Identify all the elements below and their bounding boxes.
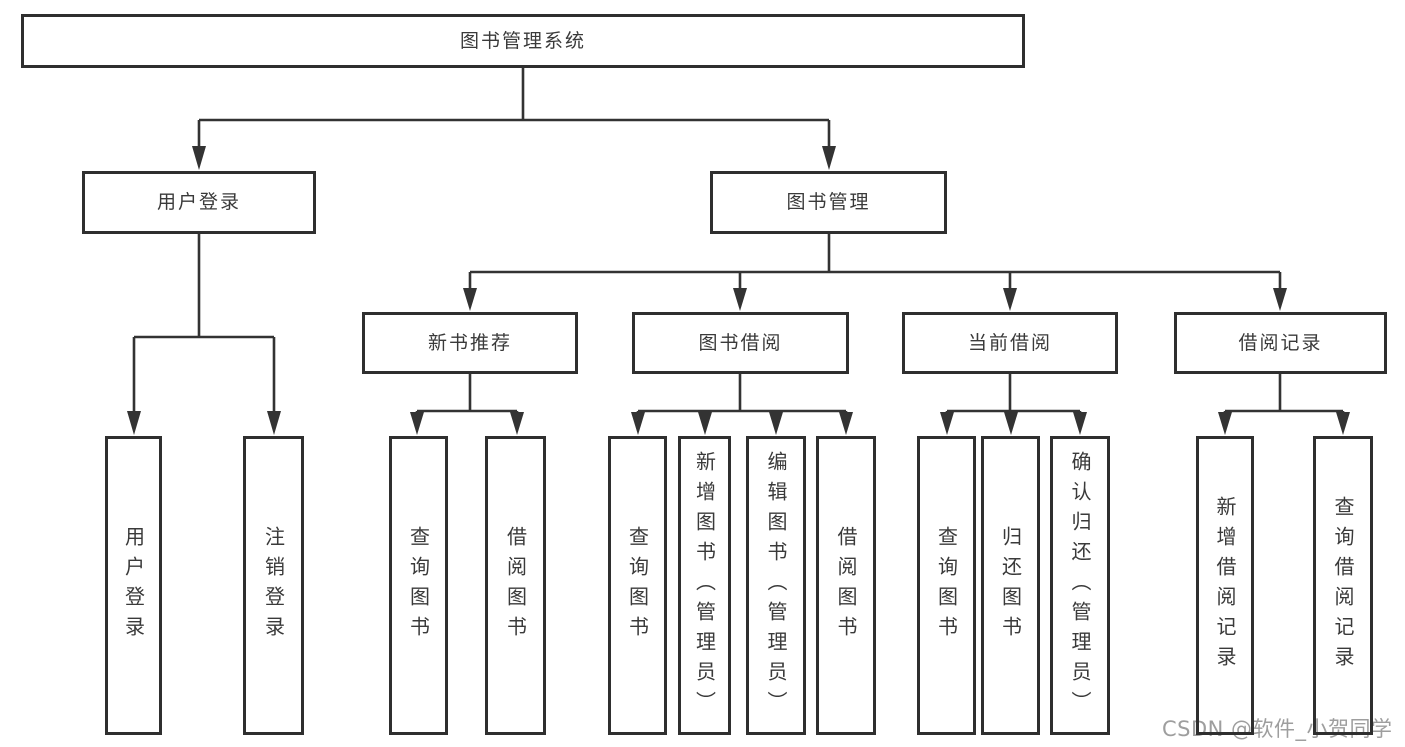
node-user-login-label: 用户登录 — [156, 191, 241, 213]
leaf-borrowing-edit-label: 编辑图书（管理员） — [764, 450, 788, 721]
connector-book-mgmt — [468, 234, 1282, 290]
connector-borrowing-records — [1223, 374, 1345, 416]
leaf-logout: 注销登录 — [243, 436, 304, 735]
connector-current-borrowing — [945, 374, 1082, 416]
leaf-records-add-label: 新增借阅记录 — [1213, 495, 1237, 676]
leaf-borrowing-query-label: 查询图书 — [625, 525, 650, 646]
node-new-books-label: 新书推荐 — [427, 331, 512, 354]
leaf-borrowing-add: 新增图书（管理员） — [678, 436, 731, 735]
node-current-borrowing-label: 当前借阅 — [967, 331, 1052, 354]
node-book-borrowing-label: 图书借阅 — [698, 331, 783, 354]
leaf-borrowing-query: 查询图书 — [608, 436, 667, 735]
leaf-newbooks-query-label: 查询图书 — [406, 525, 431, 646]
node-borrowing-records: 借阅记录 — [1174, 312, 1387, 374]
leaf-newbooks-borrow-label: 借阅图书 — [503, 525, 528, 646]
connector-new-books — [415, 374, 519, 416]
leaf-current-confirm: 确认归还（管理员） — [1050, 436, 1110, 735]
node-book-borrowing: 图书借阅 — [632, 312, 849, 374]
leaf-borrowing-edit: 编辑图书（管理员） — [746, 436, 806, 735]
watermark-text: CSDN @软件_小贺同学 — [1162, 717, 1393, 741]
leaf-newbooks-borrow: 借阅图书 — [485, 436, 546, 735]
node-root: 图书管理系统 — [21, 14, 1025, 68]
connector-user-login — [132, 234, 276, 414]
leaf-user-login: 用户登录 — [105, 436, 162, 735]
node-book-mgmt: 图书管理 — [710, 171, 947, 234]
node-user-login: 用户登录 — [82, 171, 316, 234]
arrowheads — [127, 146, 1350, 435]
node-book-mgmt-label: 图书管理 — [786, 191, 871, 213]
leaf-user-login-label: 用户登录 — [121, 525, 146, 646]
leaf-borrowing-add-label: 新增图书（管理员） — [692, 450, 717, 721]
connector-root — [197, 68, 831, 150]
leaf-current-confirm-label: 确认归还（管理员） — [1068, 450, 1092, 721]
leaf-borrowing-borrow-label: 借阅图书 — [834, 525, 858, 646]
leaf-records-query-label: 查询借阅记录 — [1331, 495, 1355, 676]
leaf-current-query: 查询图书 — [917, 436, 976, 735]
leaf-borrowing-borrow: 借阅图书 — [816, 436, 876, 735]
leaf-current-return-label: 归还图书 — [998, 525, 1023, 646]
leaf-records-add: 新增借阅记录 — [1196, 436, 1254, 735]
leaf-current-return: 归还图书 — [981, 436, 1040, 735]
node-borrowing-records-label: 借阅记录 — [1238, 331, 1323, 354]
node-root-label: 图书管理系统 — [459, 29, 586, 52]
leaf-logout-label: 注销登录 — [261, 525, 286, 646]
leaf-newbooks-query: 查询图书 — [389, 436, 448, 735]
connector-book-borrowing — [636, 374, 848, 416]
leaf-records-query: 查询借阅记录 — [1313, 436, 1373, 735]
leaf-current-query-label: 查询图书 — [934, 525, 959, 646]
node-current-borrowing: 当前借阅 — [902, 312, 1118, 374]
node-new-books: 新书推荐 — [362, 312, 578, 374]
